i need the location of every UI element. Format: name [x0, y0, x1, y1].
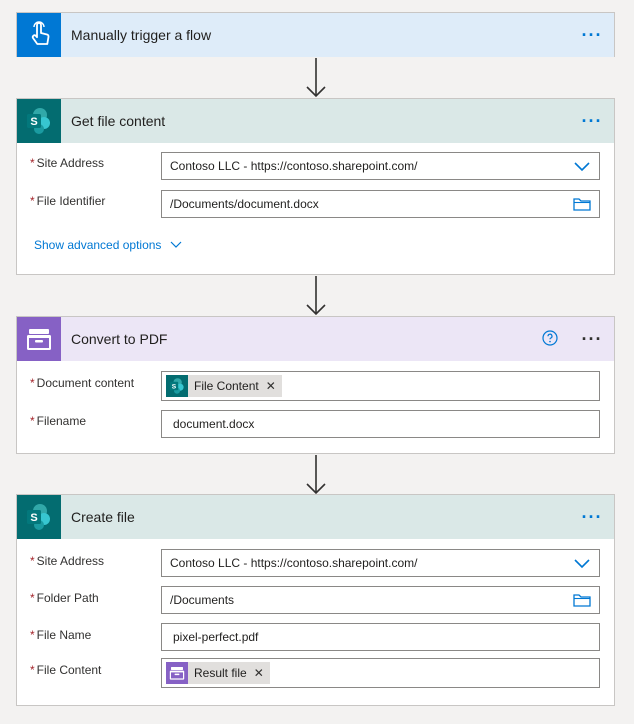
folder-path-label: *Folder Path: [30, 591, 99, 605]
trigger-card-header[interactable]: Manually trigger a flow ···: [17, 13, 614, 57]
site-address-label: *Site Address: [30, 554, 105, 568]
trigger-card[interactable]: Manually trigger a flow ···: [16, 12, 615, 57]
folder-icon[interactable]: [573, 197, 591, 211]
file-content-input[interactable]: Result file ✕: [161, 658, 600, 688]
flow-arrow-icon: [306, 276, 326, 316]
chevron-down-icon[interactable]: [573, 556, 591, 570]
remove-token-icon[interactable]: ✕: [265, 379, 276, 393]
sharepoint-icon: [17, 99, 61, 143]
result-file-token[interactable]: Result file ✕: [166, 662, 270, 684]
more-options-icon[interactable]: ···: [581, 506, 603, 527]
file-name-label: *File Name: [30, 628, 92, 642]
flow-arrow-icon: [306, 58, 326, 98]
file-identifier-input[interactable]: /Documents/document.docx: [161, 190, 600, 218]
file-name-value: pixel-perfect.pdf: [173, 630, 259, 644]
filename-input[interactable]: document.docx: [161, 410, 600, 438]
file-cabinet-icon: [166, 662, 188, 684]
convert-to-pdf-title: Convert to PDF: [71, 331, 168, 347]
flow-arrow-icon: [306, 455, 326, 495]
get-file-content-title: Get file content: [71, 113, 166, 129]
site-address-label: *Site Address: [30, 156, 105, 170]
document-content-label: *Document content: [30, 376, 135, 390]
file-cabinet-icon: [17, 317, 61, 361]
chevron-down-icon: [171, 241, 182, 248]
site-address-dropdown[interactable]: Contoso LLC - https://contoso.sharepoint…: [161, 152, 600, 180]
site-address-value: Contoso LLC - https://contoso.sharepoint…: [170, 159, 418, 173]
file-identifier-label: *File Identifier: [30, 194, 106, 208]
more-options-icon[interactable]: ···: [581, 24, 603, 45]
result-file-token-label: Result file: [194, 666, 247, 680]
more-options-icon[interactable]: ···: [581, 110, 603, 131]
sharepoint-icon: [166, 375, 188, 397]
get-file-content-header[interactable]: Get file content ···: [17, 99, 614, 143]
filename-value: document.docx: [173, 417, 255, 431]
file-content-token[interactable]: File Content ✕: [166, 375, 282, 397]
folder-icon[interactable]: [573, 593, 591, 607]
touch-hand-icon: [17, 13, 61, 57]
file-identifier-value: /Documents/document.docx: [170, 197, 319, 211]
convert-to-pdf-card[interactable]: Convert to PDF ··· *Document content Fil…: [16, 316, 615, 454]
chevron-down-icon[interactable]: [573, 159, 591, 173]
remove-token-icon[interactable]: ✕: [253, 666, 264, 680]
folder-path-input[interactable]: /Documents: [161, 586, 600, 614]
filename-label: *Filename: [30, 414, 87, 428]
file-content-label: *File Content: [30, 663, 102, 677]
convert-to-pdf-header[interactable]: Convert to PDF ···: [17, 317, 614, 361]
trigger-title: Manually trigger a flow: [71, 27, 212, 43]
help-icon[interactable]: [542, 330, 558, 346]
folder-path-value: /Documents: [170, 593, 235, 607]
create-file-header[interactable]: Create file ···: [17, 495, 614, 539]
sharepoint-icon: [17, 495, 61, 539]
file-name-input[interactable]: pixel-perfect.pdf: [161, 623, 600, 651]
get-file-content-card[interactable]: Get file content ··· *Site Address Conto…: [16, 98, 615, 275]
document-content-input[interactable]: File Content ✕: [161, 371, 600, 401]
more-options-icon[interactable]: ···: [581, 328, 603, 349]
site-address-value: Contoso LLC - https://contoso.sharepoint…: [170, 556, 418, 570]
site-address-dropdown[interactable]: Contoso LLC - https://contoso.sharepoint…: [161, 549, 600, 577]
file-content-token-label: File Content: [194, 379, 259, 393]
create-file-card[interactable]: Create file ··· *Site Address Contoso LL…: [16, 494, 615, 706]
show-advanced-options-link[interactable]: Show advanced options: [34, 238, 183, 252]
create-file-title: Create file: [71, 509, 135, 525]
